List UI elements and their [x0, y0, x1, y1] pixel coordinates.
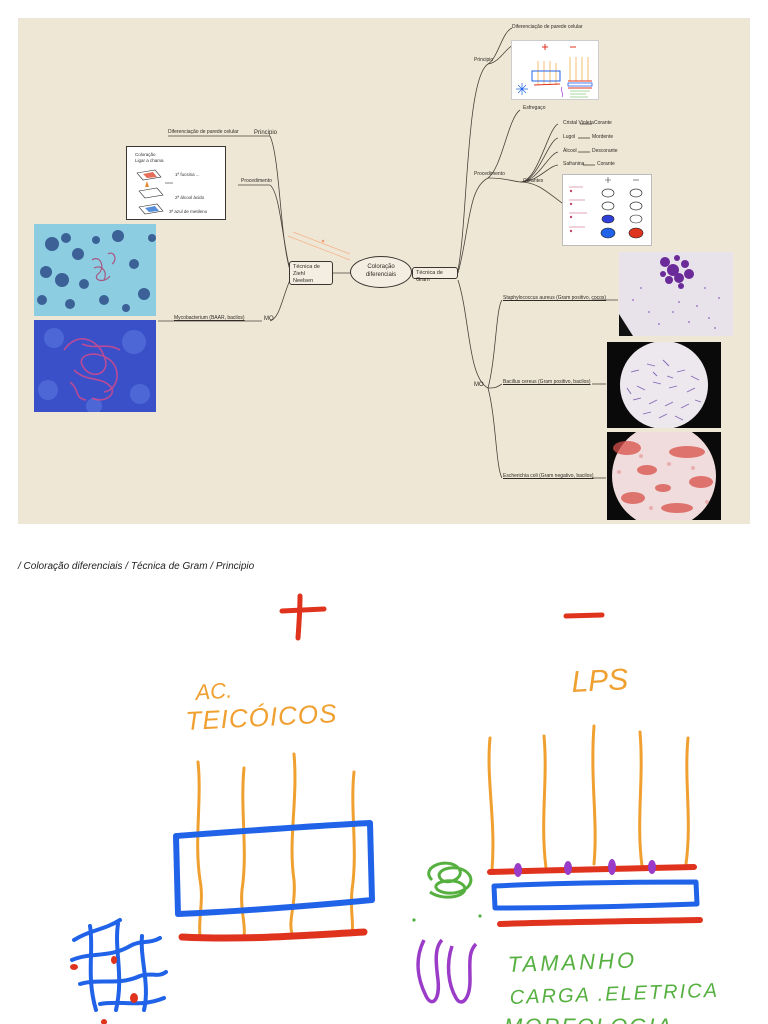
- corante-3-note: Corante: [597, 161, 615, 167]
- corante-2-note: Descorante: [592, 148, 618, 154]
- peptidoglycan-mesh: [70, 918, 168, 1012]
- ziehl-card-line-1: Ligar a chama: [135, 158, 164, 163]
- inner-membrane: [497, 917, 703, 927]
- morfologia-label: MORFOLOGIA: [504, 1014, 673, 1024]
- ziehl-node[interactable]: Técnica de Ziehl Neelsen: [289, 261, 333, 285]
- plus-sign: [279, 593, 327, 641]
- gram-corantes-card[interactable]: [562, 174, 652, 246]
- principio-detail-drawing: + − AC. TEICÓICOS LPS: [0, 580, 768, 1024]
- gram-principio-thumb[interactable]: [511, 40, 599, 100]
- ziehl-principio[interactable]: Principio: [254, 130, 278, 136]
- ziehl-principio-desc: Diferenciação de parede celular: [168, 129, 239, 135]
- breadcrumb[interactable]: / Coloração diferenciais / Técnica de Gr…: [18, 561, 255, 572]
- thin-peptidoglycan: [491, 879, 700, 911]
- gram-node-label: Técnica de Gram: [416, 270, 443, 284]
- ziehl-mo[interactable]: MO: [264, 316, 274, 322]
- connector-lines: [158, 27, 618, 479]
- gram-principio-desc: Diferenciação de parede celular: [512, 24, 583, 30]
- corante-3-name: Safranina: [563, 161, 585, 167]
- ecoli-micrograph[interactable]: [607, 432, 721, 520]
- carga-label: CARGA .ELETRICA: [509, 980, 719, 1009]
- corante-1-name: Lugol: [563, 134, 576, 140]
- gram-node[interactable]: Técnica de Gram: [412, 267, 458, 283]
- gram-mo-item-2: Escherichia coli (Gram negativo, bacilos…: [503, 473, 594, 479]
- ziehl-card-line-4: 3ª azul de metileno: [169, 209, 208, 214]
- gram-procedimento[interactable]: Procedimento: [474, 171, 505, 177]
- mind-map-board: Coloração diferenciais Técnica de Ziehl …: [18, 18, 750, 524]
- bacillus-micrograph[interactable]: [607, 342, 721, 428]
- minus-label: −: [0, 580, 1, 581]
- lps-label: LPS: [571, 663, 629, 699]
- ziehl-card-line-0: Coloração: [135, 152, 156, 157]
- gram-principio[interactable]: Principio: [474, 57, 494, 63]
- gram-corantes[interactable]: Corantes: [523, 178, 544, 184]
- corante-0-note: Corante: [594, 120, 612, 126]
- ziehl-line1: Técnica de Ziehl: [293, 264, 320, 278]
- green-scribble: [427, 861, 473, 899]
- peptidoglycan-layer: [173, 820, 375, 917]
- ziehl-mo-item: Mycobacterium (BAAR, bacilos): [174, 315, 245, 321]
- ziehl-micrograph-2: [34, 320, 156, 412]
- corante-1-note: Mordente: [592, 134, 614, 140]
- gram-esfregaco[interactable]: Esfregaço: [523, 105, 546, 111]
- membrane-positive: [178, 928, 368, 942]
- center-line1: Coloração: [367, 264, 395, 271]
- gram-mo-item-1: Bacillus cereus (Gram positivo, bacilos): [503, 379, 591, 385]
- tamanho-label: TAMANHO: [507, 947, 637, 976]
- staph-micrograph[interactable]: [619, 252, 733, 336]
- gram-mo-item-0: Staphylococcus aureus (Gram positivo, co…: [503, 295, 607, 301]
- gram-mo[interactable]: MO: [474, 382, 484, 388]
- ziehl-procedure-card: Coloração Ligar a chama 1ª fucsina ... 2…: [126, 146, 226, 220]
- plus-label: +: [0, 580, 1, 581]
- center-node[interactable]: Coloração diferenciais: [350, 256, 412, 288]
- purple-loop-1: [416, 938, 444, 1004]
- ziehl-procedimento[interactable]: Procedimento: [241, 178, 272, 184]
- ziehl-micrograph-1: [34, 224, 156, 316]
- ac-label-line1: AC.: [193, 677, 233, 705]
- ziehl-line2: Neelsen: [293, 278, 314, 285]
- center-line2: diferenciais: [365, 272, 397, 278]
- ziehl-card-line-2: 1ª fucsina ...: [175, 172, 200, 177]
- corante-2-name: Álcool: [563, 148, 577, 154]
- minus-sign: [563, 612, 605, 619]
- corante-0-name: Cristal Violeta: [563, 120, 594, 126]
- purple-loop-2: [446, 942, 478, 1004]
- ziehl-card-line-3: 2ª álcool ácido: [175, 195, 205, 200]
